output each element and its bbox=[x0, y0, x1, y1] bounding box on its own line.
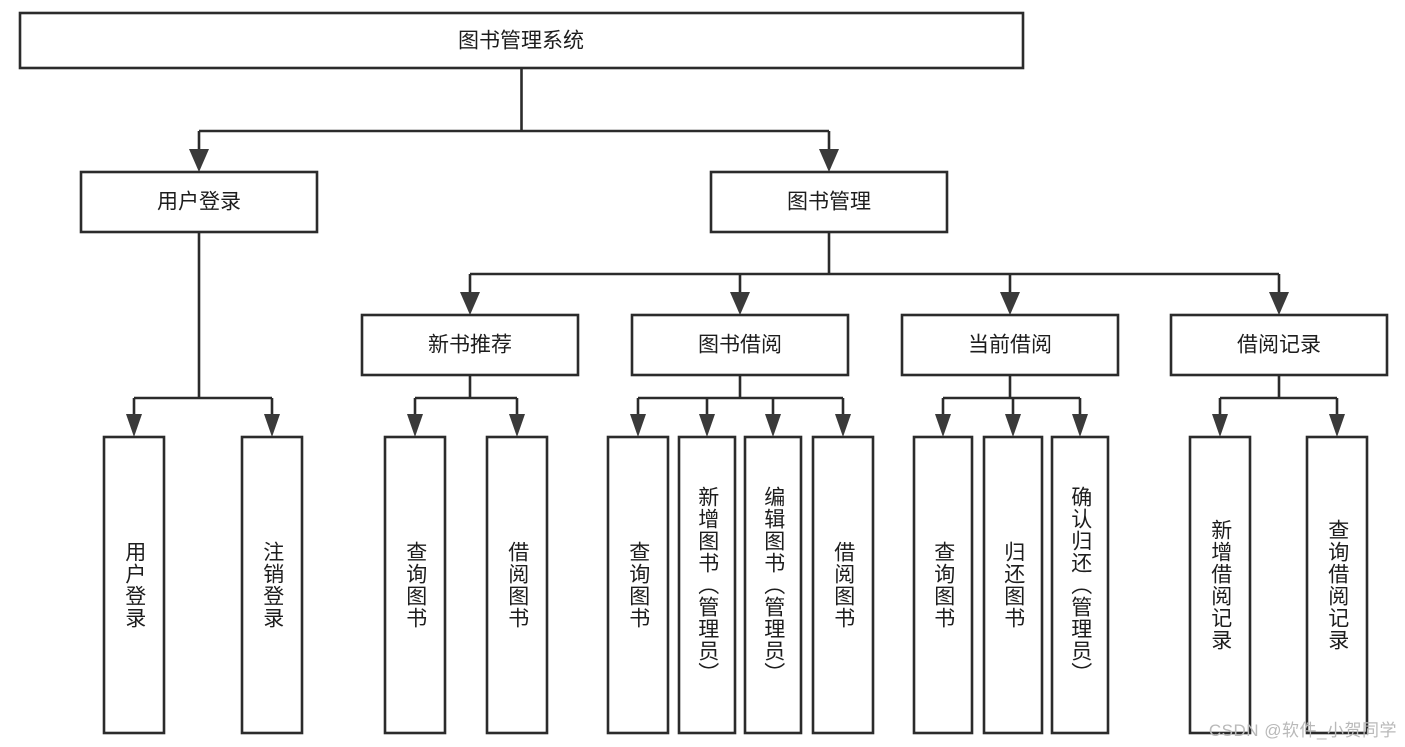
arrow-icon-leaf-12 bbox=[1212, 414, 1228, 437]
arrow-icon-to-user-login bbox=[189, 149, 209, 172]
leaf-label-confirm-return-admin: 确认归还（管理员） bbox=[1068, 486, 1092, 684]
arrow-icon-leaf-11 bbox=[1072, 414, 1088, 437]
connector-layer bbox=[132, 68, 1339, 415]
arrow-icon-leaf-6 bbox=[699, 414, 715, 437]
arrow-icon-leaf-13 bbox=[1329, 414, 1345, 437]
node-current-borrow-label: 当前借阅 bbox=[968, 334, 1052, 357]
leaf-node-query-books-new[interactable]: 查询图书 bbox=[383, 435, 447, 735]
node-new-book-recommend[interactable]: 新书推荐 bbox=[360, 313, 580, 377]
node-root-label: 图书管理系统 bbox=[458, 30, 584, 53]
node-book-management-label: 图书管理 bbox=[787, 191, 871, 214]
arrow-icon-leaf-2 bbox=[264, 414, 280, 437]
leaf-label-logout: 注销登录 bbox=[260, 541, 284, 629]
node-user-login-label: 用户登录 bbox=[157, 191, 241, 214]
arrow-icon-leaf-10 bbox=[1005, 414, 1021, 437]
node-borrow-records-label: 借阅记录 bbox=[1237, 334, 1321, 357]
arrow-icon-to-new-books bbox=[460, 292, 480, 315]
node-book-borrow-label: 图书借阅 bbox=[698, 334, 782, 357]
leaf-node-borrow-books[interactable]: 借阅图书 bbox=[811, 435, 875, 735]
leaf-node-return-books[interactable]: 归还图书 bbox=[982, 435, 1044, 735]
leaf-node-add-book-admin[interactable]: 新增图书（管理员） bbox=[677, 435, 737, 735]
leaf-label-add-borrow-record: 新增借阅记录 bbox=[1208, 519, 1232, 651]
leaf-node-query-books-borrow[interactable]: 查询图书 bbox=[606, 435, 670, 735]
node-user-login[interactable]: 用户登录 bbox=[79, 170, 319, 234]
leaf-node-query-borrow-record[interactable]: 查询借阅记录 bbox=[1305, 435, 1369, 735]
arrow-icon-leaf-7 bbox=[765, 414, 781, 437]
node-borrow-records[interactable]: 借阅记录 bbox=[1169, 313, 1389, 377]
leaf-label-borrow-books-new: 借阅图书 bbox=[505, 541, 529, 629]
arrow-icon-to-current bbox=[1000, 292, 1020, 315]
arrow-icon-leaf-4 bbox=[509, 414, 525, 437]
leaf-label-return-books: 归还图书 bbox=[1001, 541, 1025, 629]
leaf-node-add-borrow-record[interactable]: 新增借阅记录 bbox=[1188, 435, 1252, 735]
leaf-label-borrow-books: 借阅图书 bbox=[831, 541, 855, 629]
leaf-node-user-login[interactable]: 用户登录 bbox=[102, 435, 166, 735]
arrow-icon-to-borrow bbox=[730, 292, 750, 315]
leaf-node-logout[interactable]: 注销登录 bbox=[240, 435, 304, 735]
leaf-label-query-books-borrow: 查询图书 bbox=[626, 541, 650, 629]
node-current-borrow[interactable]: 当前借阅 bbox=[900, 313, 1120, 377]
leaf-label-query-books-current: 查询图书 bbox=[931, 541, 955, 629]
leaf-node-query-books-current[interactable]: 查询图书 bbox=[912, 435, 974, 735]
leaf-node-confirm-return-admin[interactable]: 确认归还（管理员） bbox=[1050, 435, 1110, 735]
leaf-node-edit-book-admin[interactable]: 编辑图书（管理员） bbox=[743, 435, 803, 735]
arrow-icon-leaf-8 bbox=[835, 414, 851, 437]
leaf-label-edit-book-admin: 编辑图书（管理员） bbox=[761, 486, 785, 684]
arrow-icon-to-records bbox=[1269, 292, 1289, 315]
leaf-label-query-books-new: 查询图书 bbox=[403, 541, 427, 629]
node-book-borrow[interactable]: 图书借阅 bbox=[630, 313, 850, 377]
leaf-label-query-borrow-record: 查询借阅记录 bbox=[1325, 519, 1349, 651]
node-book-management[interactable]: 图书管理 bbox=[709, 170, 949, 234]
arrow-icon-leaf-3 bbox=[407, 414, 423, 437]
node-new-book-recommend-label: 新书推荐 bbox=[428, 334, 512, 357]
arrowhead-layer bbox=[126, 149, 1345, 437]
leaf-label-user-login: 用户登录 bbox=[122, 541, 146, 629]
node-root[interactable]: 图书管理系统 bbox=[18, 11, 1025, 70]
arrow-icon-leaf-9 bbox=[935, 414, 951, 437]
arrow-icon-leaf-1 bbox=[126, 414, 142, 437]
arrow-icon-to-book-mgmt bbox=[819, 149, 839, 172]
arrow-icon-leaf-5 bbox=[630, 414, 646, 437]
leaf-label-add-book-admin: 新增图书（管理员） bbox=[695, 486, 719, 684]
leaf-node-borrow-books-new[interactable]: 借阅图书 bbox=[485, 435, 549, 735]
